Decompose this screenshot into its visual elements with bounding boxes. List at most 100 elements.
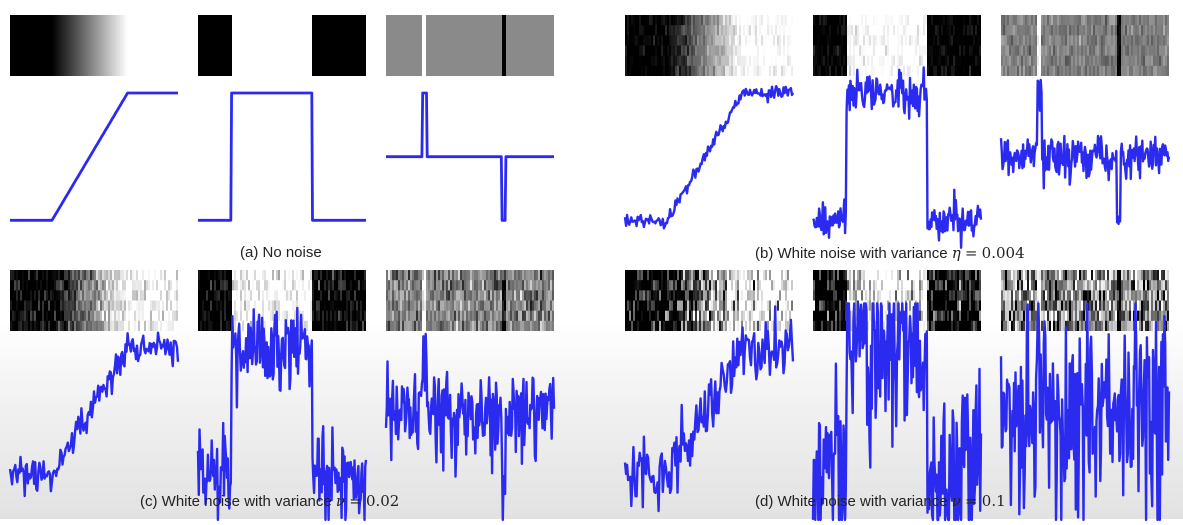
- strip-pixel: [102, 320, 105, 331]
- strip-pixel: [200, 15, 203, 76]
- strip-pixel: [94, 310, 97, 322]
- strip-pixel: [1081, 35, 1084, 47]
- strip-pixel: [1031, 310, 1034, 322]
- strip-pixel: [855, 25, 858, 36]
- strip-pixel: [136, 270, 139, 281]
- strip-pixel: [324, 320, 327, 331]
- strip-pixel: [1121, 310, 1124, 322]
- strip-pixel: [352, 15, 355, 76]
- strip-pixel: [635, 15, 638, 26]
- ramp-signal-curve: [623, 85, 795, 230]
- strip-pixel: [913, 25, 916, 36]
- strip-pixel: [953, 15, 956, 26]
- strip-pixel: [765, 15, 768, 26]
- strip-pixel: [1119, 65, 1122, 76]
- strip-pixel: [857, 55, 860, 67]
- strip-pixel: [292, 300, 295, 312]
- strip-pixel: [729, 320, 732, 331]
- strip-pixel: [432, 320, 435, 331]
- strip-pixel: [1095, 310, 1098, 322]
- strip-pixel: [1055, 290, 1058, 302]
- strip-pixel: [1063, 65, 1066, 76]
- strip-pixel: [106, 290, 109, 302]
- strip-pixel: [713, 300, 716, 312]
- strip-pixel: [735, 280, 738, 291]
- strip-pixel: [528, 15, 531, 76]
- strip-pixel: [957, 290, 960, 302]
- strip-pixel: [781, 320, 784, 331]
- strip-pixel: [837, 290, 840, 302]
- strip-pixel: [767, 55, 770, 67]
- strip-pixel: [919, 270, 922, 281]
- strip-pixel: [677, 45, 680, 57]
- strip-pixel: [695, 320, 698, 331]
- strip-pixel: [925, 310, 928, 322]
- strip-pixel: [833, 320, 836, 331]
- strip-pixel: [969, 35, 972, 47]
- strip-pixel: [362, 280, 365, 291]
- strip-pixel: [1069, 45, 1072, 57]
- strip-pixel: [735, 310, 738, 322]
- strip-pixel: [1049, 55, 1052, 67]
- strip-pixel: [1125, 270, 1128, 281]
- strip-pixel: [1147, 300, 1150, 312]
- strip-pixel: [645, 280, 648, 291]
- strip-pixel: [550, 310, 553, 322]
- strip-pixel: [677, 65, 680, 76]
- strip-pixel: [909, 15, 912, 26]
- strip-pixel: [635, 45, 638, 57]
- strip-pixel: [214, 280, 217, 291]
- strip-pixel: [1123, 55, 1126, 67]
- strip-pixel: [895, 45, 898, 57]
- strip-pixel: [671, 45, 674, 57]
- strip-pixel: [907, 25, 910, 36]
- strip-pixel: [1151, 290, 1154, 302]
- strip-pixel: [10, 280, 13, 291]
- strip-pixel: [128, 15, 131, 76]
- strip-pixel: [1107, 310, 1110, 322]
- strip-pixel: [649, 25, 652, 36]
- strip-pixel: [625, 320, 628, 331]
- strip-pixel: [637, 310, 640, 322]
- strip-pixel: [64, 310, 67, 322]
- strip-pixel: [318, 280, 321, 291]
- strip-pixel: [1001, 320, 1004, 331]
- strip-pixel: [825, 65, 828, 76]
- strip-pixel: [1087, 270, 1090, 281]
- strip-pixel: [1009, 310, 1012, 322]
- strip-pixel: [1059, 65, 1062, 76]
- strip-pixel: [1105, 310, 1108, 322]
- strip-pixel: [761, 320, 764, 331]
- strip-pixel: [94, 300, 97, 312]
- strip-pixel: [308, 290, 311, 302]
- strip-pixel: [665, 300, 668, 312]
- strip-pixel: [659, 45, 662, 57]
- strip-pixel: [1097, 310, 1100, 322]
- strip-pixel: [1141, 290, 1144, 302]
- strip-pixel: [667, 35, 670, 47]
- strip-pixel: [236, 290, 239, 302]
- strip-pixel: [1059, 55, 1062, 67]
- strip-pixel: [739, 25, 742, 36]
- strip-pixel: [775, 270, 778, 281]
- strip-pixel: [92, 280, 95, 291]
- strip-pixel: [324, 310, 327, 322]
- strip-pixel: [1017, 300, 1020, 312]
- strip-pixel: [1113, 35, 1116, 47]
- strip-pixel: [865, 55, 868, 67]
- strip-pixel: [518, 15, 521, 76]
- strip-pixel: [823, 55, 826, 67]
- strip-pixel: [532, 290, 535, 302]
- strip-pixel: [1031, 320, 1034, 331]
- strip-pixel: [833, 280, 836, 291]
- strip-pixel: [647, 320, 650, 331]
- strip-pixel: [645, 25, 648, 36]
- strip-pixel: [1047, 35, 1050, 47]
- strip-pixel: [893, 25, 896, 36]
- strip-pixel: [659, 310, 662, 322]
- strip-pixel: [947, 320, 950, 331]
- strip-pixel: [655, 300, 658, 312]
- strip-pixel: [302, 300, 305, 312]
- strip-pixel: [1015, 65, 1018, 76]
- strip-pixel: [230, 15, 233, 76]
